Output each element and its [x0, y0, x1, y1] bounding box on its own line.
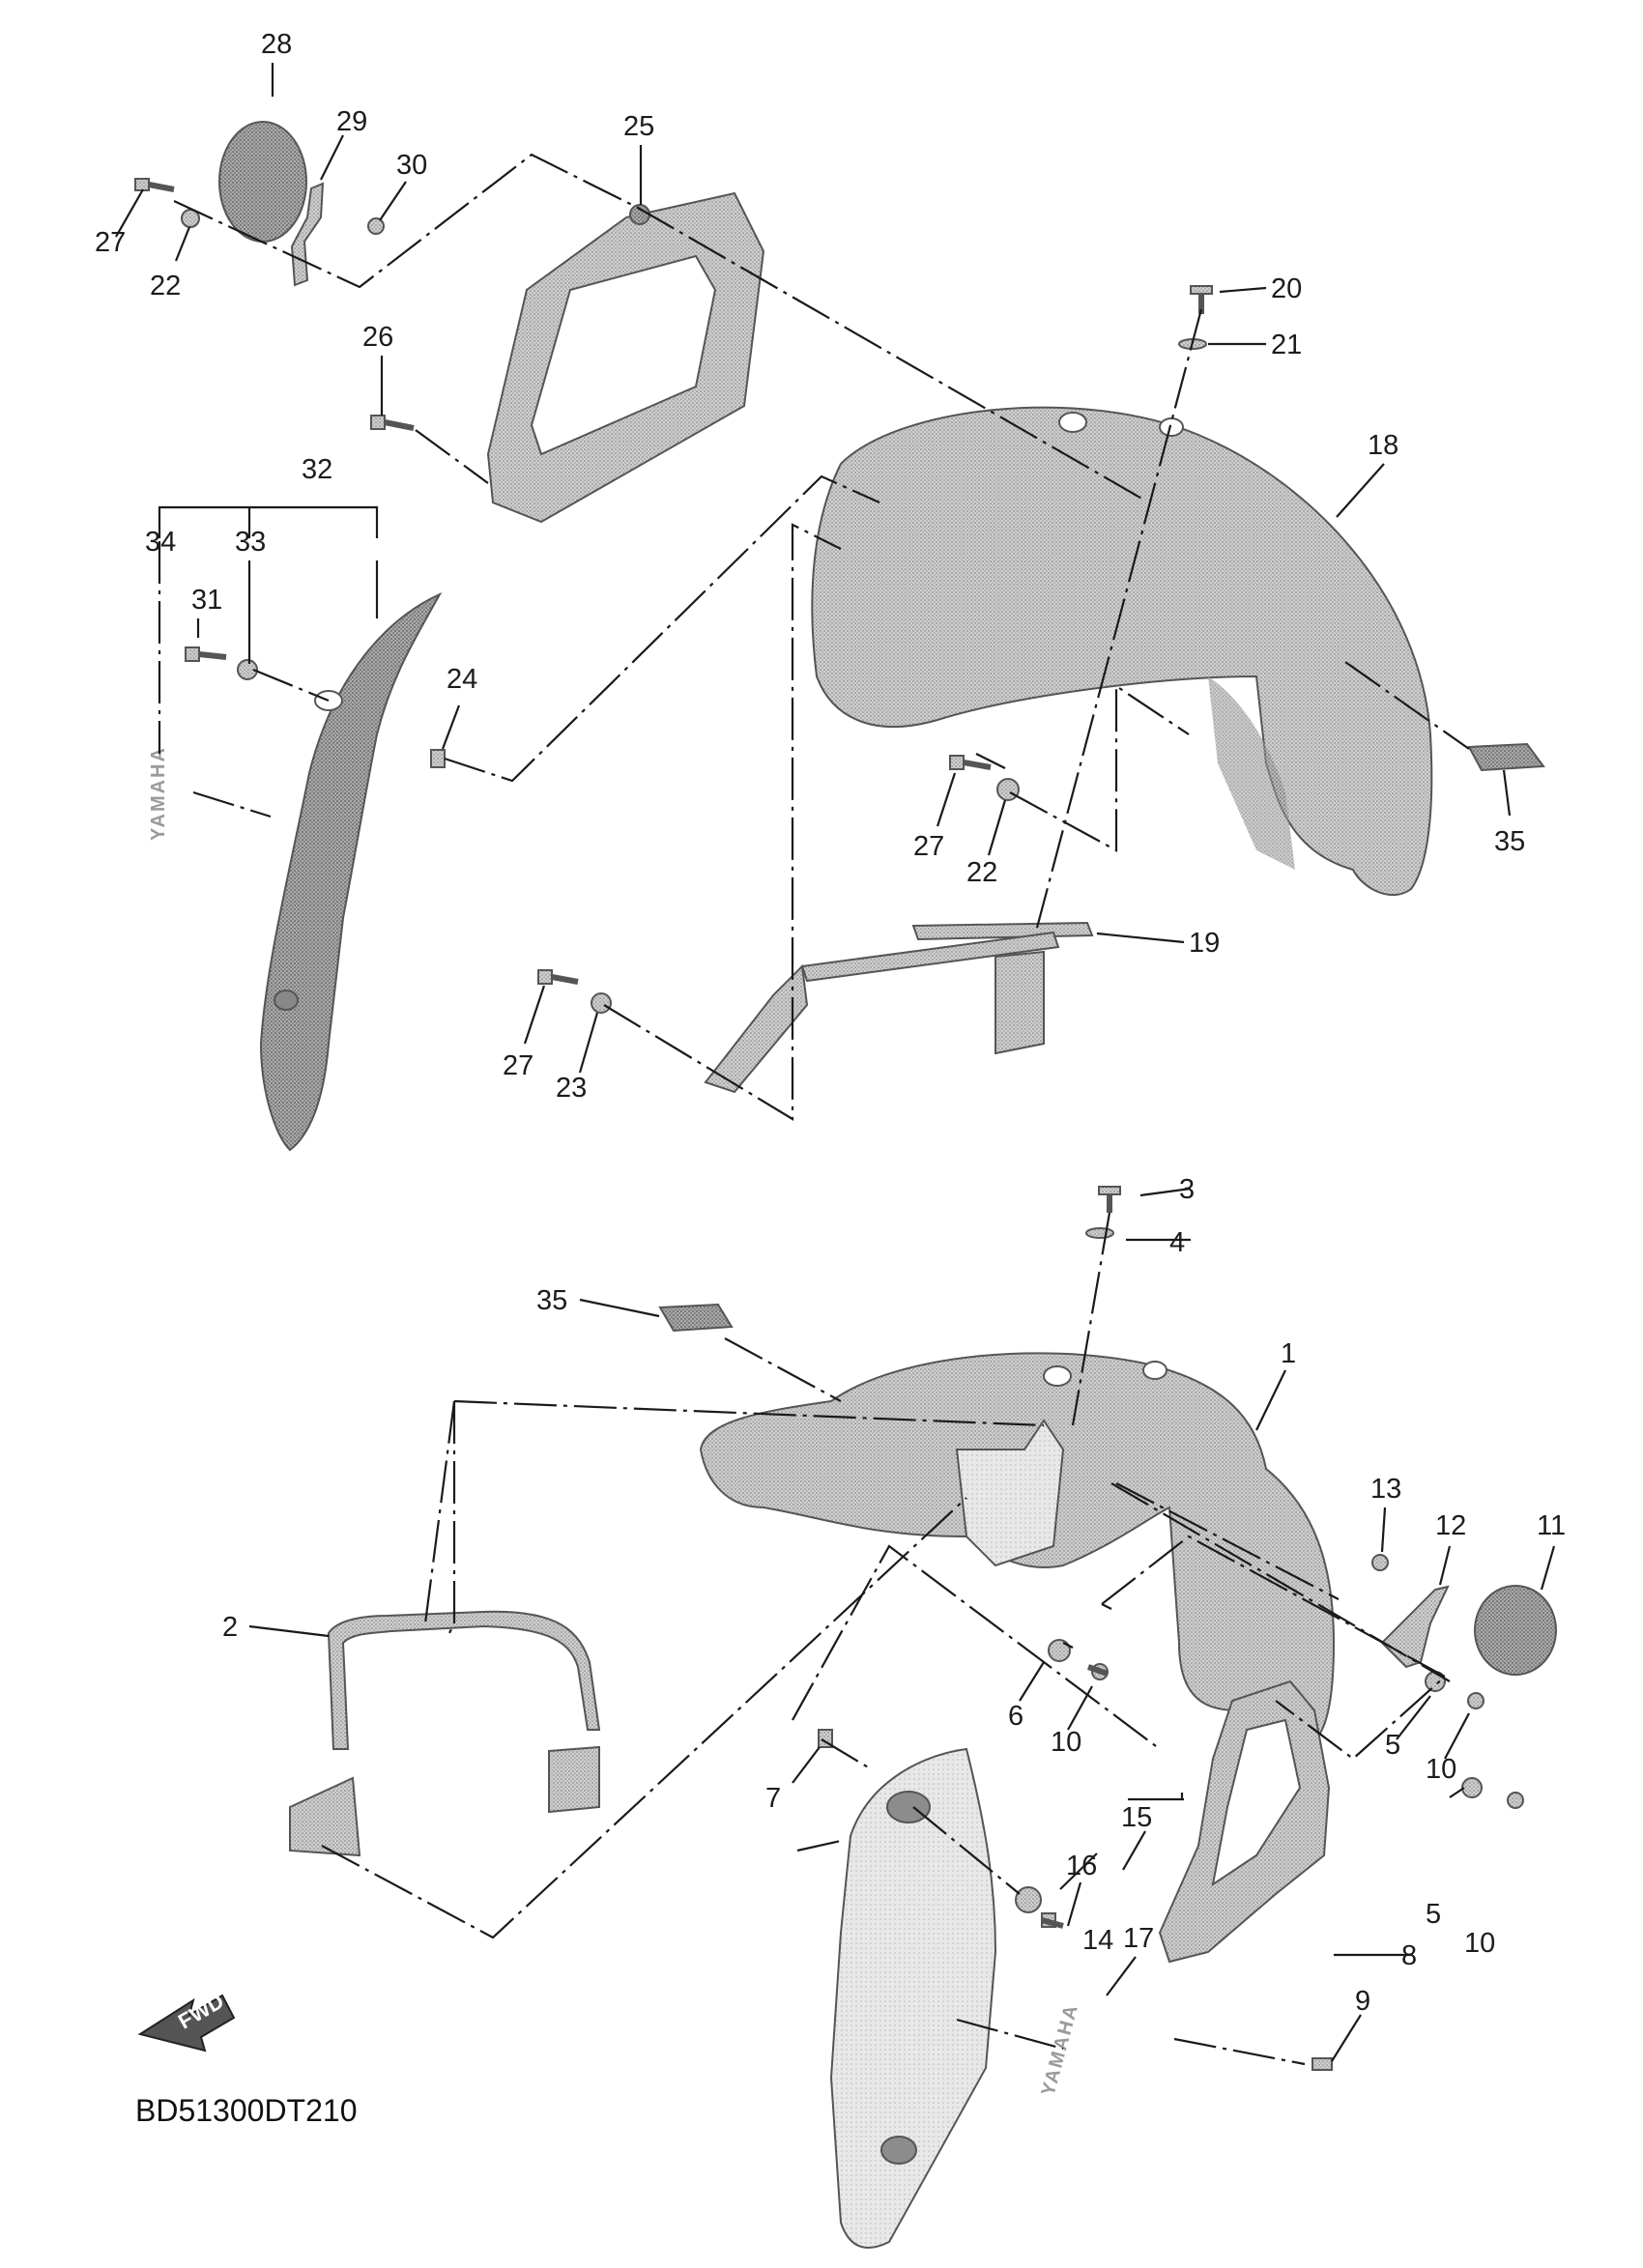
callout-21: 21: [1271, 330, 1302, 360]
callout-29: 29: [336, 106, 367, 137]
frame-8: [1158, 1679, 1331, 1964]
fender-18: [811, 406, 1433, 896]
side-cover-15: [829, 1747, 997, 2249]
bolt-31: [185, 646, 227, 662]
callout-17: 17: [1123, 1923, 1154, 1954]
cap-11: [1474, 1585, 1557, 1676]
bolt-3: [1098, 1186, 1121, 1213]
callout-10-c: 10: [1464, 1928, 1495, 1959]
callout-10-a: 10: [1051, 1727, 1081, 1758]
callout-31: 31: [191, 585, 222, 616]
callout-16: 16: [1066, 1851, 1097, 1881]
callout-23: 23: [556, 1073, 587, 1104]
logo-text-17: YAMAHA: [1038, 2001, 1083, 2098]
callout-22-a: 22: [150, 271, 181, 301]
callout-28: 28: [261, 29, 292, 60]
callout-7: 7: [765, 1783, 781, 1814]
callout-18: 18: [1368, 430, 1398, 461]
callout-30: 30: [396, 150, 427, 181]
callout-13: 13: [1370, 1474, 1401, 1505]
callout-20: 20: [1271, 273, 1302, 304]
callout-1: 1: [1281, 1338, 1296, 1369]
bolt-10-b: [1467, 1692, 1484, 1709]
logo-decal-17: YAMAHA: [1038, 2001, 1083, 2098]
nut-13: [1371, 1554, 1389, 1571]
nut-30: [367, 217, 385, 235]
bolt-27-low: [537, 969, 579, 985]
callout-24: 24: [447, 664, 477, 695]
leader-lines: [115, 63, 1556, 2066]
callout-22-b: 22: [966, 857, 997, 888]
bolt-26: [370, 415, 415, 431]
callout-14: 14: [1082, 1925, 1113, 1956]
bolt-10-a: [1087, 1663, 1109, 1680]
callout-9: 9: [1355, 1986, 1370, 2017]
callout-27-a: 27: [95, 227, 126, 258]
washer-5-b: [1461, 1777, 1483, 1798]
callout-33: 33: [235, 527, 266, 558]
washer-4: [1085, 1227, 1114, 1239]
callout-15: 15: [1121, 1802, 1152, 1833]
bracket-12: [1380, 1585, 1450, 1669]
callout-35-a: 35: [1494, 826, 1525, 857]
callout-2: 2: [222, 1612, 238, 1643]
washer-33: [237, 659, 258, 680]
fender-1: [699, 1352, 1336, 1751]
logo-text-34: YAMAHA: [148, 746, 169, 841]
cap-28: [218, 121, 307, 243]
bolt-27-upper: [134, 178, 175, 192]
washer-6: [1048, 1639, 1071, 1662]
bolt-27-mid: [949, 755, 992, 770]
callout-6: 6: [1008, 1701, 1023, 1732]
frame-25: [486, 191, 765, 524]
bolt-14: [1041, 1912, 1064, 1929]
stay-19: [704, 921, 1094, 1094]
callout-26: 26: [362, 322, 393, 353]
bolt-9: [1312, 2057, 1333, 2071]
callout-34: 34: [145, 527, 176, 558]
callout-27-b: 27: [913, 831, 944, 862]
callout-27-c: 27: [503, 1050, 533, 1081]
label-35-upper: [1467, 742, 1545, 772]
nut-23: [591, 992, 612, 1014]
side-cover-34: [259, 591, 443, 1152]
callout-4: 4: [1169, 1227, 1185, 1258]
label-35-lower: [658, 1303, 734, 1333]
callout-19: 19: [1189, 928, 1220, 959]
callout-32: 32: [302, 454, 332, 485]
washer-16: [1015, 1886, 1042, 1913]
callout-25: 25: [623, 111, 654, 142]
callout-3: 3: [1179, 1174, 1195, 1205]
fwd-arrow-icon: FWD: [137, 1989, 236, 2053]
callout-35-b: 35: [536, 1285, 567, 1316]
drawing-code: BD51300DT210: [135, 2093, 357, 2128]
callout-5-b: 5: [1426, 1899, 1441, 1930]
callout-10-b: 10: [1426, 1754, 1456, 1785]
callouts-lower: 3 4 35 1 13 12 11 2 6 10 5 10 15 16 7 14…: [222, 1174, 1566, 2017]
callout-12: 12: [1435, 1510, 1466, 1541]
bolt-10-c: [1507, 1792, 1524, 1809]
callout-5-a: 5: [1385, 1730, 1400, 1761]
washer-22-mid: [996, 778, 1020, 801]
callout-8: 8: [1401, 1940, 1417, 1971]
callout-11: 11: [1537, 1510, 1566, 1541]
logo-decal-34: YAMAHA: [148, 746, 169, 841]
callouts-upper: 28 29 30 27 22 25 26 20 21 18 32 34 33 3…: [95, 29, 1525, 1104]
nut-24: [430, 749, 446, 768]
stay-2: [289, 1610, 601, 1857]
